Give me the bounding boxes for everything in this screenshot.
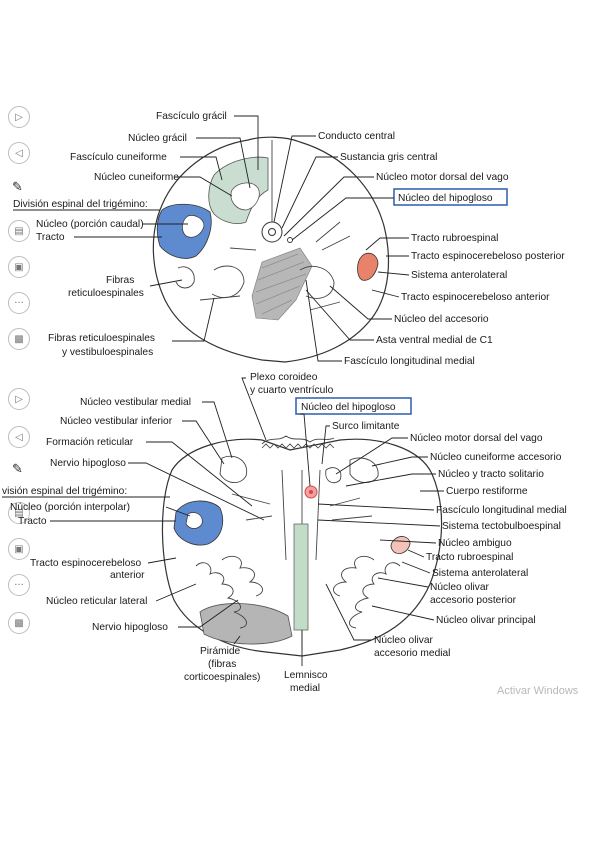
label-accesorio-medial: accesorio medial (374, 648, 450, 659)
label-nervio-hipogloso-1: Nervio hipogloso (50, 458, 126, 469)
subtitles-button[interactable]: ▤ (8, 220, 30, 242)
label-reticuloespinales: reticuloespinales (68, 288, 144, 299)
label-plexo-coroideo: Plexo coroideo (250, 372, 318, 383)
label-cuarto-ventriculo: y cuarto ventrículo (250, 385, 334, 396)
top-section: Fascículo grácil Núcleo grácil Fascículo… (13, 111, 565, 367)
label-tracto-espinocerebeloso-posterior: Tracto espinocerebeloso posterior (411, 251, 565, 262)
label-sustancia-gris-central: Sustancia gris central (340, 152, 437, 163)
play-button-2[interactable]: ▷ (8, 388, 30, 410)
activar-windows-watermark: Activar Windows (497, 685, 579, 697)
label-fasciculo-gracil: Fascículo grácil (156, 111, 227, 122)
label-nucleo-reticular-lateral: Núcleo reticular lateral (46, 596, 147, 607)
lemnisco-medial-green (293, 523, 309, 631)
label-nucleo-gracil: Núcleo grácil (128, 133, 187, 144)
label-division-espinal-trigemino: División espinal del trigémino: (13, 199, 148, 210)
label-nucleo-hipogloso-top: Núcleo del hipogloso (398, 193, 493, 204)
label-tracto-top: Tracto (36, 232, 65, 243)
label-nucleo-olivar-principal: Núcleo olivar principal (436, 615, 536, 626)
olive-left (195, 562, 247, 629)
label-nucleo-olivar-1: Núcleo olivar (430, 582, 489, 593)
label-nucleo-motor-dorsal-vago-bottom: Núcleo motor dorsal del vago (410, 433, 543, 444)
label-nucleo-tracto-solitario: Núcleo y tracto solitario (438, 469, 544, 480)
monitor-button-2[interactable]: ▩ (8, 612, 30, 634)
label-sistema-tectobulboespinal: Sistema tectobulboespinal (442, 521, 561, 532)
label-fibras-reticuloespinales: Fibras reticuloespinales (48, 333, 155, 344)
label-nucleo-vestibular-medial: Núcleo vestibular medial (80, 397, 191, 408)
highlight-box-hipogloso-bottom (295, 397, 412, 415)
label-tracto-rubroespinal-bottom: Tracto rubroespinal (426, 552, 513, 563)
label-fibras-paren: (fibras (208, 659, 236, 670)
more-button-2[interactable]: ··· (8, 574, 30, 596)
label-surco-limitante: Surco limitante (332, 421, 400, 432)
label-vision-espinal-trigemino: visión espinal del trigémino: (2, 486, 127, 497)
label-tracto-rubroespinal-top: Tracto rubroespinal (411, 233, 498, 244)
subtitles-button-2[interactable]: ▤ (8, 502, 30, 524)
label-tracto-espinocerebeloso-anterior-top: Tracto espinocerebeloso anterior (401, 292, 550, 303)
label-formacion-reticular: Formación reticular (46, 437, 134, 448)
label-nucleo-motor-dorsal-vago-top: Núcleo motor dorsal del vago (376, 172, 509, 183)
label-tracto-espinocerebeloso: Tracto espinocerebeloso (30, 558, 142, 569)
label-fasciculo-longitudinal-medial-top: Fascículo longitudinal medial (344, 356, 475, 367)
label-nucleo-hipogloso-bottom: Núcleo del hipogloso (301, 402, 396, 413)
label-cuerpo-restiforme: Cuerpo restiforme (446, 486, 528, 497)
label-vestibuloespinales: y vestibuloespinales (62, 347, 153, 358)
label-lemnisco: Lemnisco (284, 670, 328, 681)
pen-icon-2[interactable]: ✎ (12, 462, 23, 477)
label-sistema-anterolateral-top: Sistema anterolateral (411, 270, 507, 281)
label-medial: medial (290, 683, 320, 694)
label-nucleo-accesorio: Núcleo del accesorio (394, 314, 489, 325)
label-fasciculo-cuneiforme: Fascículo cuneiforme (70, 152, 167, 163)
bottom-section: Plexo coroideo y cuarto ventrículo Núcle… (2, 372, 567, 694)
label-anterior: anterior (110, 570, 145, 581)
label-corticoespinales: corticoespinales) (184, 672, 260, 683)
label-piramide: Pirámide (200, 646, 241, 657)
label-nucleo-porcion-caudal: Núcleo (porción caudal) (36, 219, 144, 230)
play-button[interactable]: ▷ (8, 106, 30, 128)
monitor-button[interactable]: ▩ (8, 328, 30, 350)
label-nervio-hipogloso-2: Nervio hipogloso (92, 622, 168, 633)
label-fibras: Fibras (106, 275, 134, 286)
plexo-coroideo (261, 435, 335, 445)
edit-screen-button[interactable]: ▣ (8, 256, 30, 278)
label-nucleo-cuneiforme: Núcleo cuneiforme (94, 172, 179, 183)
label-nucleo-ambiguo: Núcleo ambiguo (438, 538, 512, 549)
anterolateral-red (357, 252, 379, 281)
label-accesorio-posterior: accesorio posterior (430, 595, 517, 606)
label-conducto-central: Conducto central (318, 131, 395, 142)
olive-right (349, 562, 401, 629)
rewind-button[interactable]: ◁ (8, 142, 30, 164)
label-fasciculo-longitudinal-medial-bottom: Fascículo longitudinal medial (436, 505, 567, 516)
label-nucleo-olivar-2: Núcleo olivar (374, 635, 433, 646)
highlight-box-hipogloso-top (393, 188, 508, 206)
rewind-button-2[interactable]: ◁ (8, 426, 30, 448)
label-asta-ventral-medial-c1: Asta ventral medial de C1 (376, 335, 493, 346)
edit-screen-button-2[interactable]: ▣ (8, 538, 30, 560)
label-tracto-bottom: Tracto (18, 516, 47, 527)
label-sistema-anterolateral-bottom: Sistema anterolateral (432, 568, 528, 579)
pen-icon[interactable]: ✎ (12, 180, 23, 195)
piramide-gray (199, 603, 293, 645)
label-nucleo-cuneiforme-accesorio: Núcleo cuneiforme accesorio (430, 452, 562, 463)
label-nucleo-porcion-interpolar: Núcleo (porción interpolar) (10, 502, 130, 513)
more-button[interactable]: ··· (8, 292, 30, 314)
label-nucleo-vestibular-inferior: Núcleo vestibular inferior (60, 416, 173, 427)
